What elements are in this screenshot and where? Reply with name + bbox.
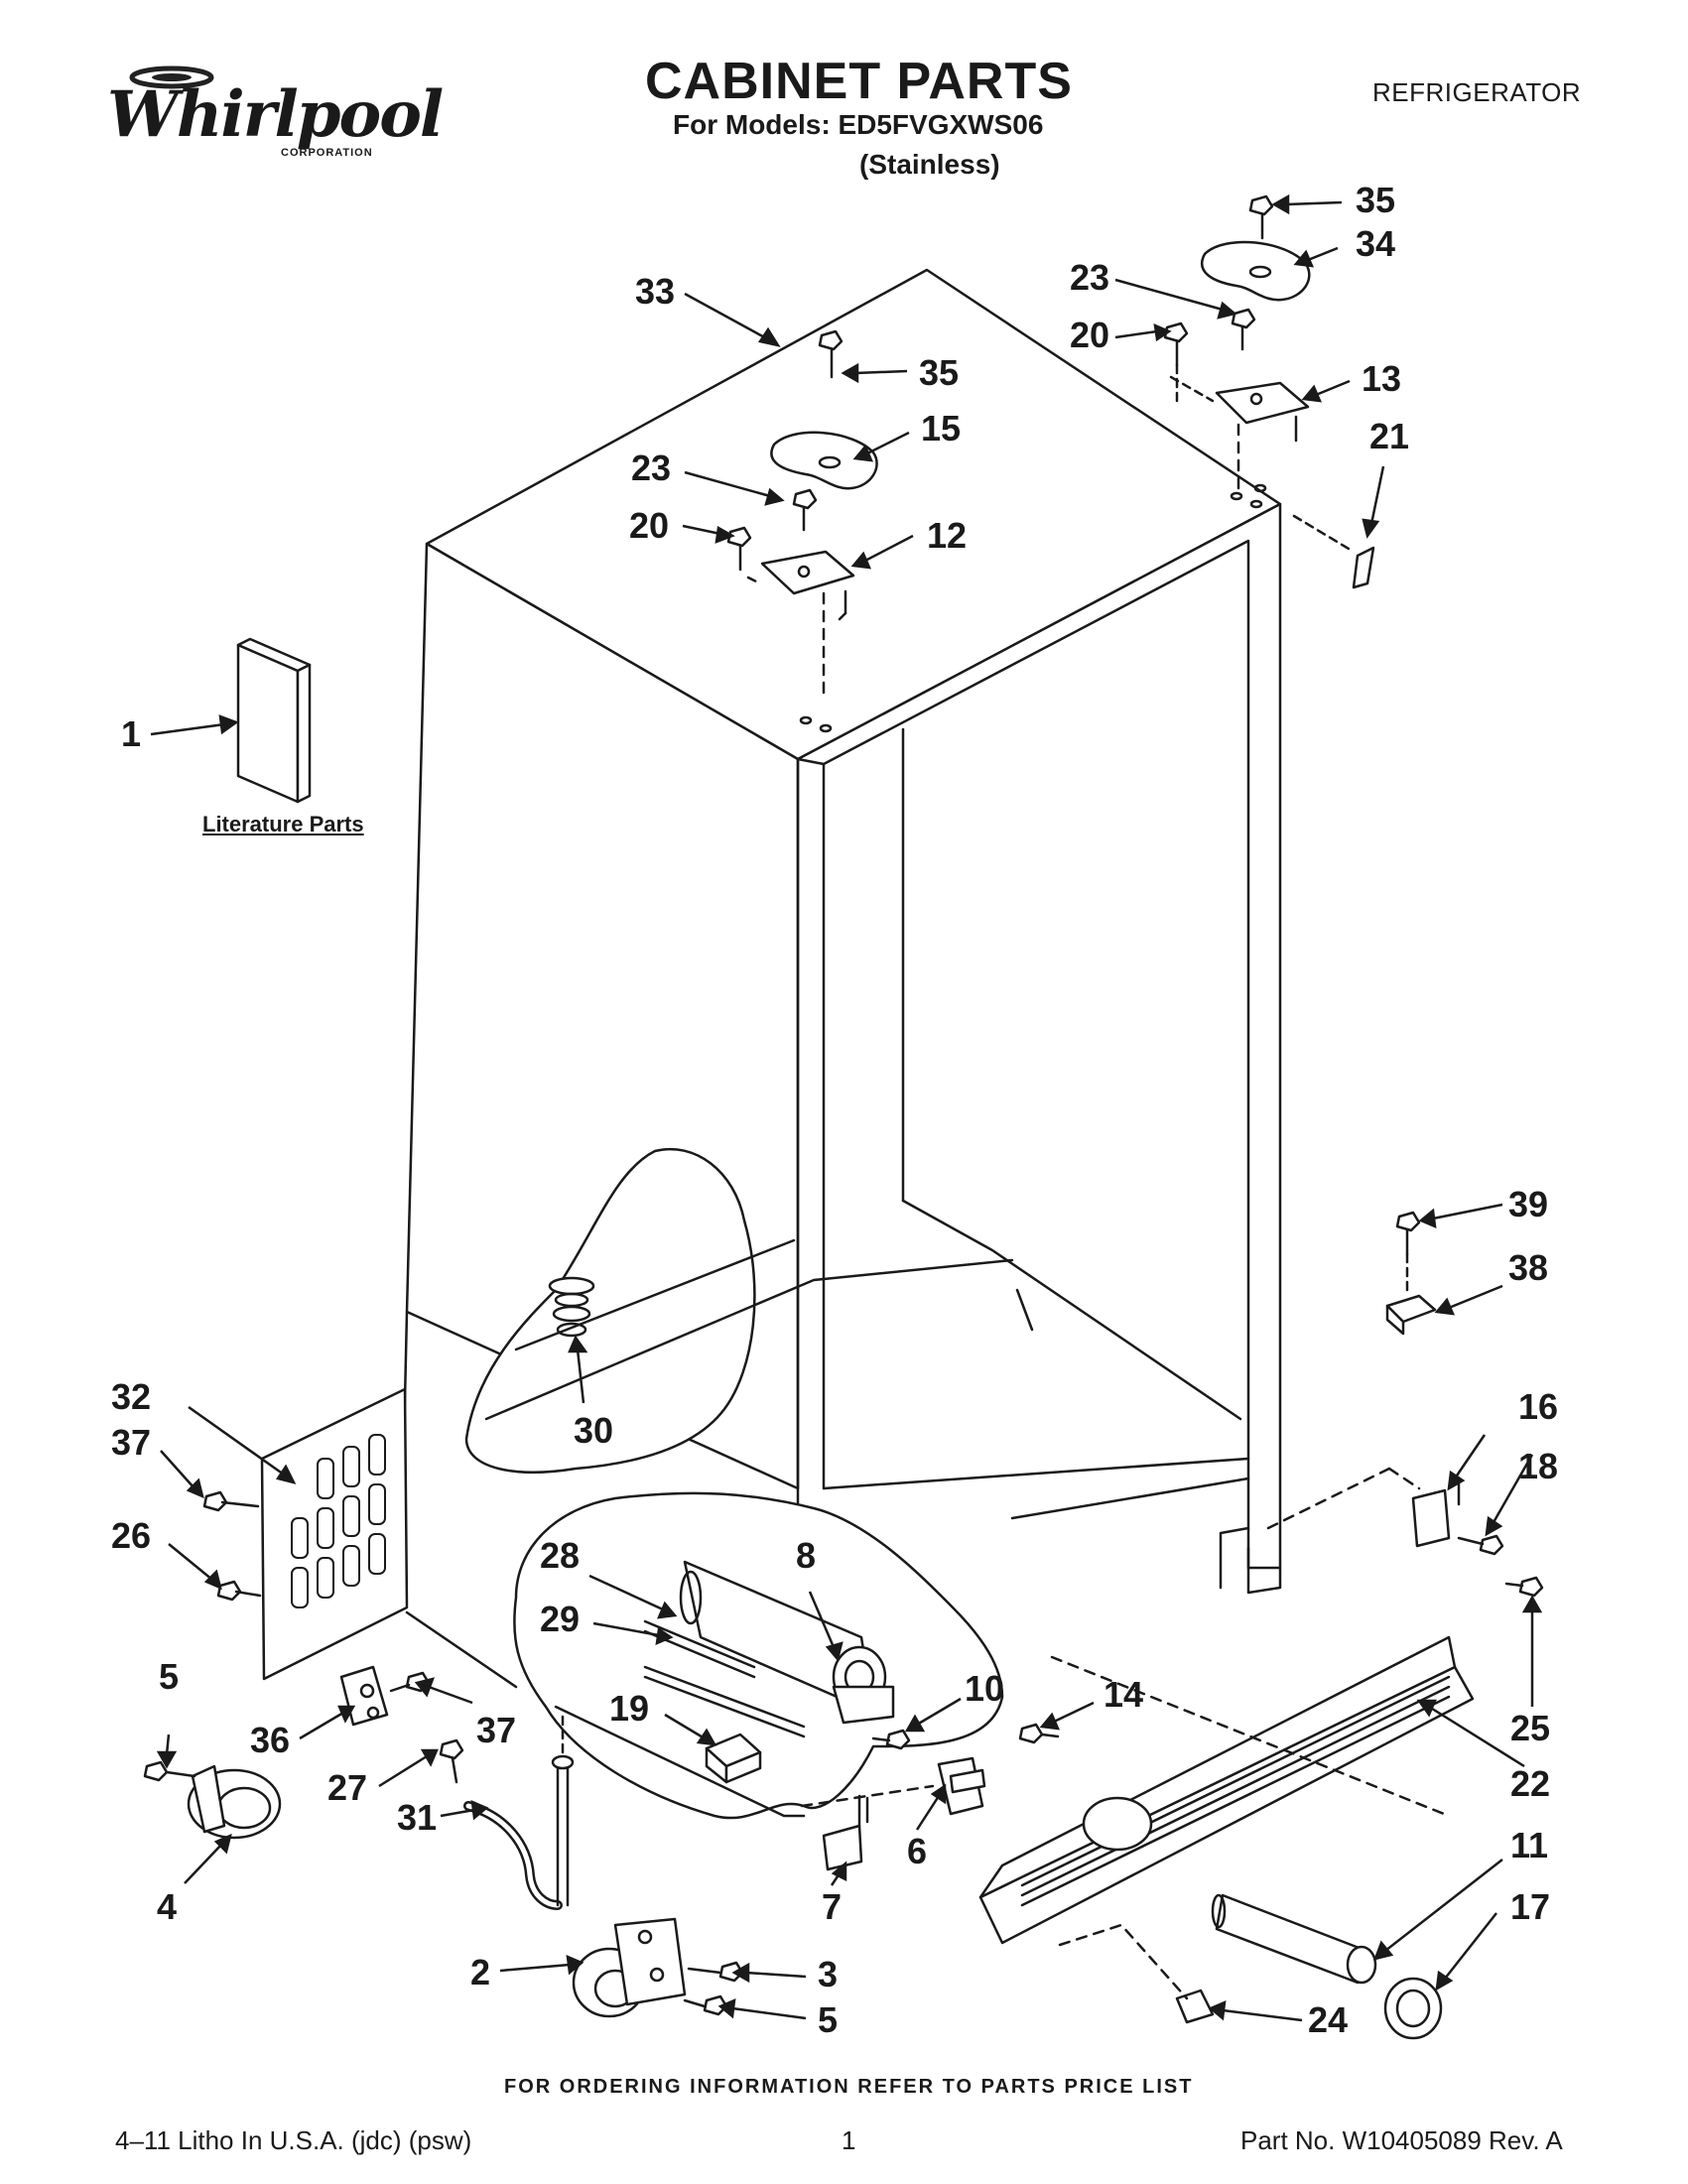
callout-39: 39 (1508, 1184, 1549, 1224)
brand-logo: Whirlpool CORPORATION (107, 62, 444, 161)
water-valve-8 (679, 1560, 895, 1725)
page-title: CABINET PARTS (645, 53, 1073, 110)
callout-25: 25 (1510, 1708, 1551, 1748)
callout-19: 19 (609, 1688, 650, 1729)
callout-5-top: 5 (159, 1656, 180, 1697)
callout-11: 11 (1510, 1825, 1549, 1865)
finish-line: (Stainless) (859, 149, 1000, 180)
part-number: Part No. W10405089 Rev. A (1240, 2125, 1563, 2155)
callout-35-right: 35 (1356, 180, 1396, 220)
callout-38: 38 (1508, 1247, 1549, 1288)
grille-screws (202, 1490, 262, 1602)
callout-21: 21 (1369, 416, 1410, 456)
callout-26: 26 (111, 1515, 152, 1556)
callout-24: 24 (1308, 1999, 1349, 2040)
callout-30: 30 (574, 1410, 614, 1451)
hinge-4 (143, 1760, 282, 1840)
water-filter-11 (1211, 1893, 1377, 1985)
callout-6: 6 (907, 1831, 928, 1871)
logo-swirl-icon (129, 65, 214, 89)
models-line: For Models: ED5FVGXWS06 (673, 109, 1044, 140)
screw-27 (439, 1738, 464, 1784)
callout-15: 15 (921, 408, 962, 449)
callout-37-top: 37 (111, 1422, 152, 1463)
callout-7: 7 (822, 1886, 843, 1927)
callout-33: 33 (635, 271, 676, 312)
bracket-16 (1266, 1467, 1461, 1548)
bracket-6 (937, 1756, 986, 1816)
callout-32: 32 (111, 1376, 152, 1417)
foam-block-19 (705, 1733, 762, 1784)
grille-32 (260, 1387, 409, 1681)
hinge-12 (746, 550, 855, 697)
cutaway-upper (464, 1147, 1014, 1474)
hinge-2 (572, 1917, 687, 2018)
top-holes (799, 483, 1267, 733)
screw-25 (1504, 1576, 1544, 1598)
callout-17: 17 (1510, 1886, 1551, 1927)
hinge-cover-15 (770, 431, 878, 490)
screw-3 (687, 1961, 744, 1983)
callout-12: 12 (927, 515, 968, 556)
hinge-cover-34 (1200, 240, 1311, 302)
callout-22: 22 (1510, 1763, 1551, 1804)
filter-cap-17 (1383, 1977, 1443, 2040)
callout-35-left: 35 (919, 352, 960, 393)
toe-grille-22 (978, 1635, 1475, 1945)
callout-23-right: 23 (1070, 257, 1110, 298)
callout-16: 16 (1518, 1386, 1559, 1427)
clip-24 (1058, 1923, 1215, 2024)
literature-book (236, 637, 312, 804)
screw-10 (871, 1729, 911, 1750)
drain-fitting-30 (548, 1276, 595, 1338)
bracket-38 (1385, 1294, 1437, 1336)
callout-3: 3 (818, 1954, 839, 1994)
callout-31: 31 (397, 1797, 438, 1838)
callout-8: 8 (796, 1535, 817, 1576)
screw-5b (683, 1994, 728, 2016)
category-label: REFRIGERATOR (1372, 77, 1582, 107)
clip-21 (1292, 514, 1375, 589)
brand-subtitle: CORPORATION (281, 147, 373, 159)
callout-5-bottom: 5 (818, 1999, 839, 2040)
callout-27: 27 (327, 1767, 368, 1808)
screw-18 (1457, 1534, 1504, 1556)
bracket-7 (800, 1784, 935, 1871)
callout-13: 13 (1362, 358, 1402, 399)
callout-37-bottom: 37 (476, 1710, 517, 1750)
callout-20-left: 20 (629, 505, 670, 546)
litho-line: 4–11 Litho In U.S.A. (jdc) (psw) (115, 2125, 472, 2155)
callout-29: 29 (540, 1599, 581, 1639)
callout-20-right: 20 (1070, 315, 1110, 355)
callout-4: 4 (157, 1886, 178, 1927)
callout-23-left: 23 (631, 448, 672, 488)
callout-14: 14 (1104, 1674, 1144, 1715)
screws-top (726, 194, 1274, 572)
literature-parts-label: Literature Parts (202, 812, 364, 836)
drain-tube-31 (463, 1715, 575, 1910)
callout-34: 34 (1356, 223, 1396, 264)
callout-2: 2 (470, 1952, 491, 1992)
callout-28: 28 (540, 1535, 581, 1576)
callout-18: 18 (1518, 1446, 1559, 1486)
ordering-note: FOR ORDERING INFORMATION REFER TO PARTS … (504, 2076, 1194, 2098)
callout-1: 1 (121, 713, 142, 754)
leader-lines (150, 193, 1543, 2022)
page-number: 1 (842, 2125, 856, 2155)
callout-36: 36 (250, 1720, 291, 1760)
brand-name: Whirlpool (107, 77, 444, 152)
screw-14 (1018, 1723, 1060, 1744)
callout-10: 10 (965, 1668, 1005, 1709)
screw-39 (1395, 1211, 1421, 1292)
